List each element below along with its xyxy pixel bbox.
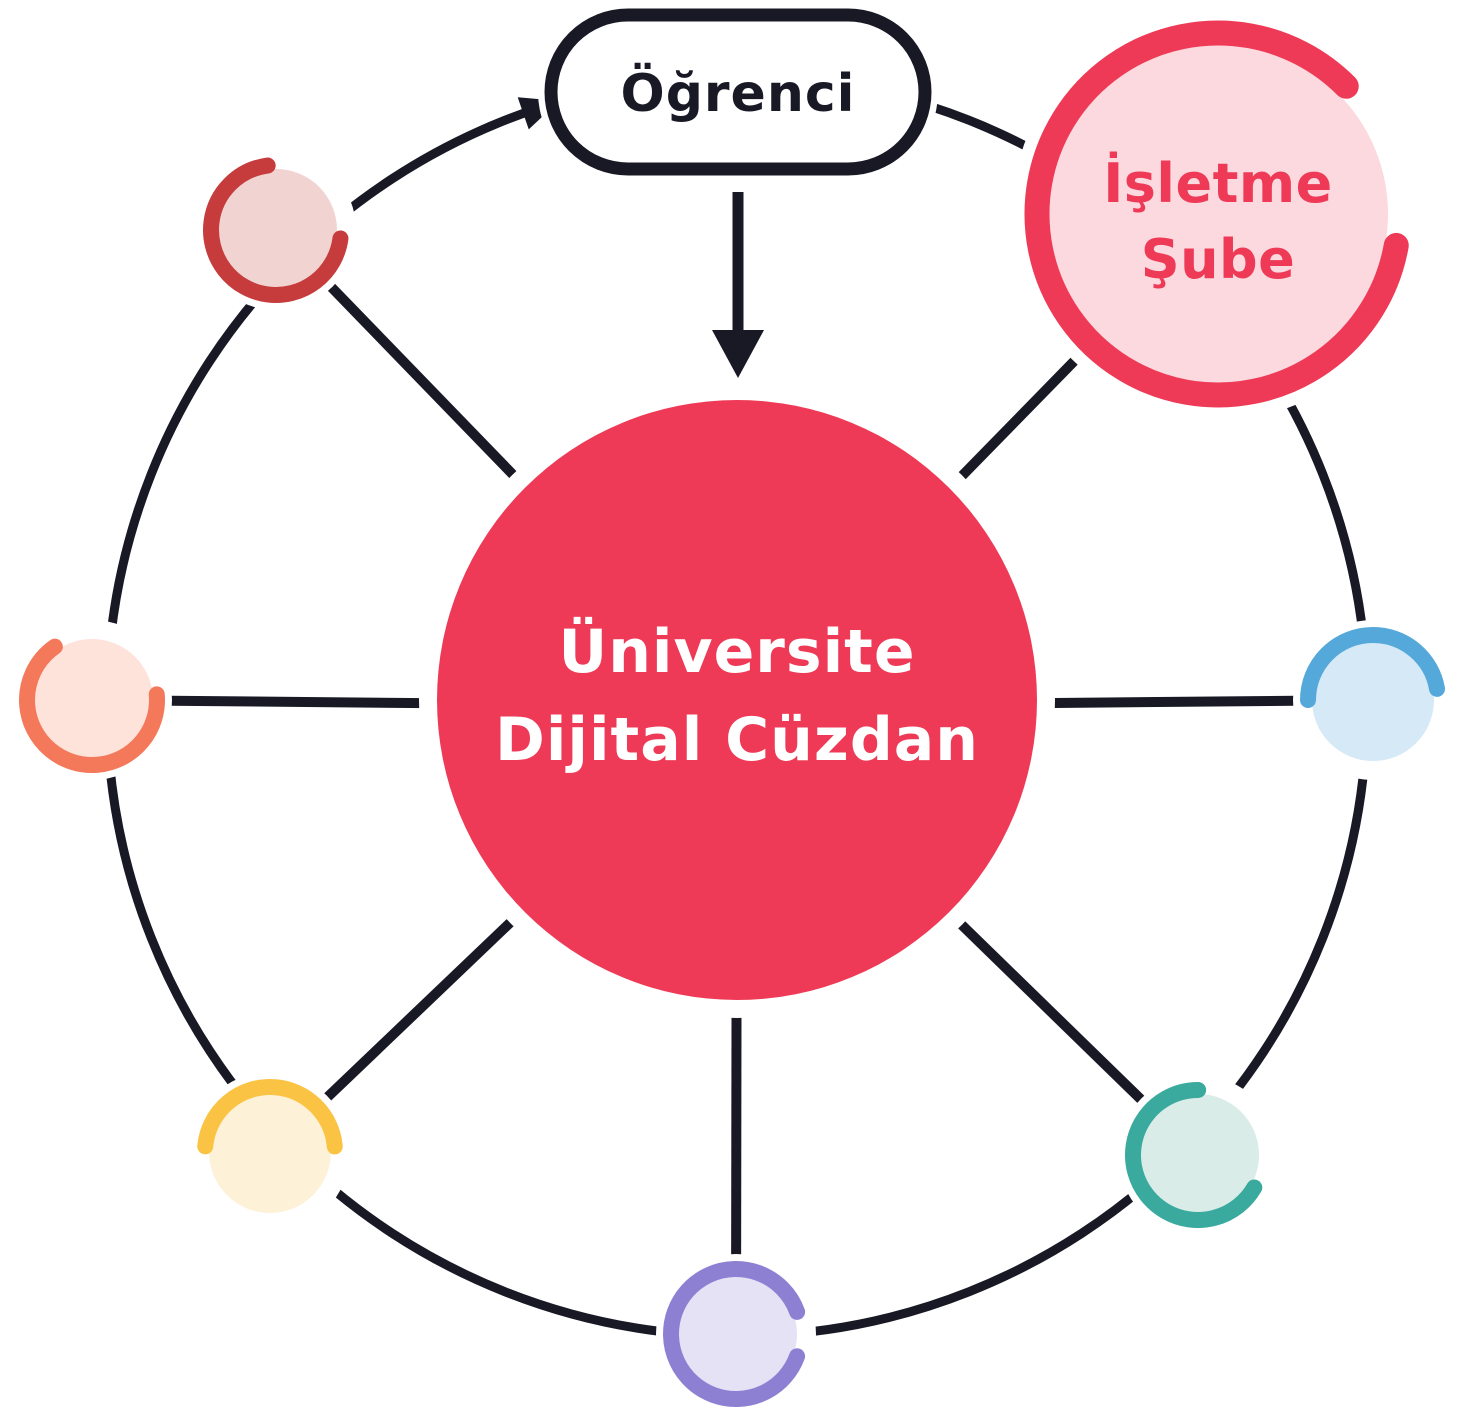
node-fill [675, 1273, 797, 1395]
satellite-node-blue [1293, 620, 1453, 780]
node-fill [215, 169, 337, 291]
business-label-line2: Şube [1141, 228, 1296, 291]
node-fill [209, 1091, 331, 1213]
node-arc [19, 627, 165, 773]
satellite-node-brick-red [196, 150, 356, 310]
node-arc [203, 157, 349, 303]
hub-label-line1: Üniversite [558, 616, 915, 687]
satellite-node-teal [1118, 1075, 1278, 1235]
business-circle [1048, 44, 1388, 384]
satellite-node-amber [190, 1072, 350, 1232]
satellite-node-coral [12, 620, 172, 780]
business-branch-node: İşletme Şube [1012, 8, 1424, 420]
student-label: Öğrenci [620, 62, 855, 124]
node-arc [1300, 627, 1446, 773]
node-arc [197, 1079, 343, 1226]
business-label-line1: İşletme [1103, 152, 1333, 215]
business-arc [1024, 20, 1412, 408]
hub-label-line2: Dijital Cüzdan [495, 705, 979, 775]
node-arc [663, 1261, 809, 1407]
pill-shape [544, 8, 932, 176]
hub-circle [437, 400, 1037, 1000]
node-fill [1137, 1094, 1259, 1216]
down-arrowhead-icon [712, 330, 764, 378]
node-arc [1125, 1082, 1271, 1228]
student-pill: Öğrenci [538, 2, 938, 182]
hub-node-universite-dijital-cuzdan: Üniversite Dijital Cüzdan [419, 382, 1055, 1018]
node-fill [1312, 639, 1434, 761]
student-to-hub-arrow [712, 192, 764, 378]
satellite-node-purple [656, 1254, 816, 1414]
node-fill [31, 639, 153, 761]
